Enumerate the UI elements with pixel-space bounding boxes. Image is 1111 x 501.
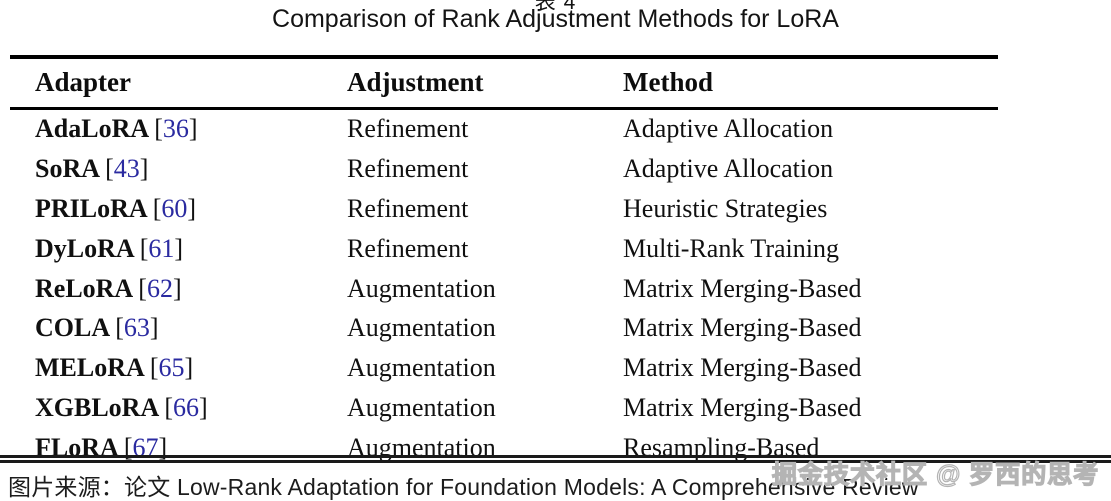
cell-method: Adaptive Allocation (623, 114, 834, 144)
cell-adjustment: Augmentation (347, 273, 496, 303)
citation-ref: [61] (139, 233, 184, 263)
adapter-name: COLA (35, 313, 109, 343)
cell-method: Adaptive Allocation (623, 154, 834, 184)
citation-ref: [63] (115, 313, 159, 343)
citation-ref: [66] (164, 393, 208, 423)
cell-adapter: COLA [63] (10, 309, 322, 349)
table-row: MELoRA [65] Augmentation Matrix Merging-… (10, 349, 998, 389)
citation-number: 63 (123, 313, 150, 343)
citation-ref: [60] (152, 194, 197, 223)
cell-adapter: DyLoRA [61] (10, 230, 322, 270)
lora-comparison-table: Adapter Adjustment Method AdaLoRA [36] R… (10, 55, 998, 469)
citation-number: 66 (172, 393, 199, 423)
page-title: Comparison of Rank Adjustment Methods fo… (272, 5, 839, 33)
citation-number: 60 (161, 194, 188, 223)
cell-adapter: XGBLoRA [66] (10, 389, 322, 429)
citation-ref: [43] (105, 154, 149, 184)
cell-adjustment: Refinement (347, 114, 469, 144)
citation-number: 65 (158, 353, 185, 383)
citation-number: 62 (146, 273, 173, 303)
table-rule-header-separator (10, 107, 998, 111)
table-rule-top (10, 55, 998, 59)
table-header: Adapter Adjustment Method (10, 59, 998, 107)
cell-adjustment: Augmentation (347, 313, 496, 343)
cell-method: Matrix Merging-Based (623, 393, 862, 423)
cell-method: Matrix Merging-Based (623, 273, 862, 303)
adapter-name: MELoRA (35, 353, 144, 383)
cell-adapter: MELoRA [65] (10, 349, 322, 389)
cell-method: Matrix Merging-Based (623, 313, 862, 343)
cell-adapter: PRILoRA [60] (10, 190, 322, 230)
cell-adjustment: Augmentation (347, 393, 496, 423)
adapter-name: DyLoRA (35, 233, 134, 263)
cell-adapter: ReLoRA [62] (10, 270, 322, 310)
footer-rule-upper (0, 455, 1111, 458)
footer-rule-lower (0, 460, 1111, 463)
citation-number: 36 (162, 114, 189, 144)
cell-method: Matrix Merging-Based (623, 353, 862, 383)
cell-adapter: SoRA [43] (10, 150, 322, 190)
table-row: PRILoRA [60] Refinement Heuristic Strate… (10, 190, 998, 230)
adapter-name: PRILoRA (35, 194, 147, 223)
citation-ref: [36] (154, 114, 198, 144)
adapter-name: SoRA (35, 154, 99, 184)
table-row: ReLoRA [62] Augmentation Matrix Merging-… (10, 270, 998, 310)
citation-number: 61 (148, 233, 175, 263)
column-header-adjustment: Adjustment (347, 67, 484, 97)
cell-method: Multi-Rank Training (623, 233, 839, 263)
column-header-adapter: Adapter (35, 67, 131, 97)
cell-method: Heuristic Strategies (623, 194, 828, 223)
source-caption: 图片来源：论文 Low-Rank Adaptation for Foundati… (8, 474, 919, 500)
adapter-name: ReLoRA (35, 273, 132, 303)
table-body: AdaLoRA [36] Refinement Adaptive Allocat… (10, 110, 998, 468)
citation-ref: [65] (149, 353, 194, 383)
cell-adjustment: Refinement (347, 194, 469, 223)
table-row: SoRA [43] Refinement Adaptive Allocation (10, 150, 998, 190)
cell-adapter: AdaLoRA [36] (10, 110, 322, 150)
table-header-row: Adapter Adjustment Method (10, 59, 998, 107)
cell-adjustment: Refinement (347, 233, 469, 263)
table-row: DyLoRA [61] Refinement Multi-Rank Traini… (10, 230, 998, 270)
citation-ref: [62] (138, 273, 182, 303)
cell-adjustment: Refinement (347, 154, 469, 184)
clipped-table-label: 表 4 (534, 0, 577, 14)
cell-adjustment: Augmentation (347, 353, 496, 383)
table-row: AdaLoRA [36] Refinement Adaptive Allocat… (10, 110, 998, 150)
table-row: XGBLoRA [66] Augmentation Matrix Merging… (10, 389, 998, 429)
table-row: COLA [63] Augmentation Matrix Merging-Ba… (10, 309, 998, 349)
adapter-name: XGBLoRA (35, 393, 158, 423)
adapter-name: AdaLoRA (35, 114, 148, 144)
column-header-method: Method (623, 67, 713, 97)
citation-number: 43 (113, 154, 140, 184)
